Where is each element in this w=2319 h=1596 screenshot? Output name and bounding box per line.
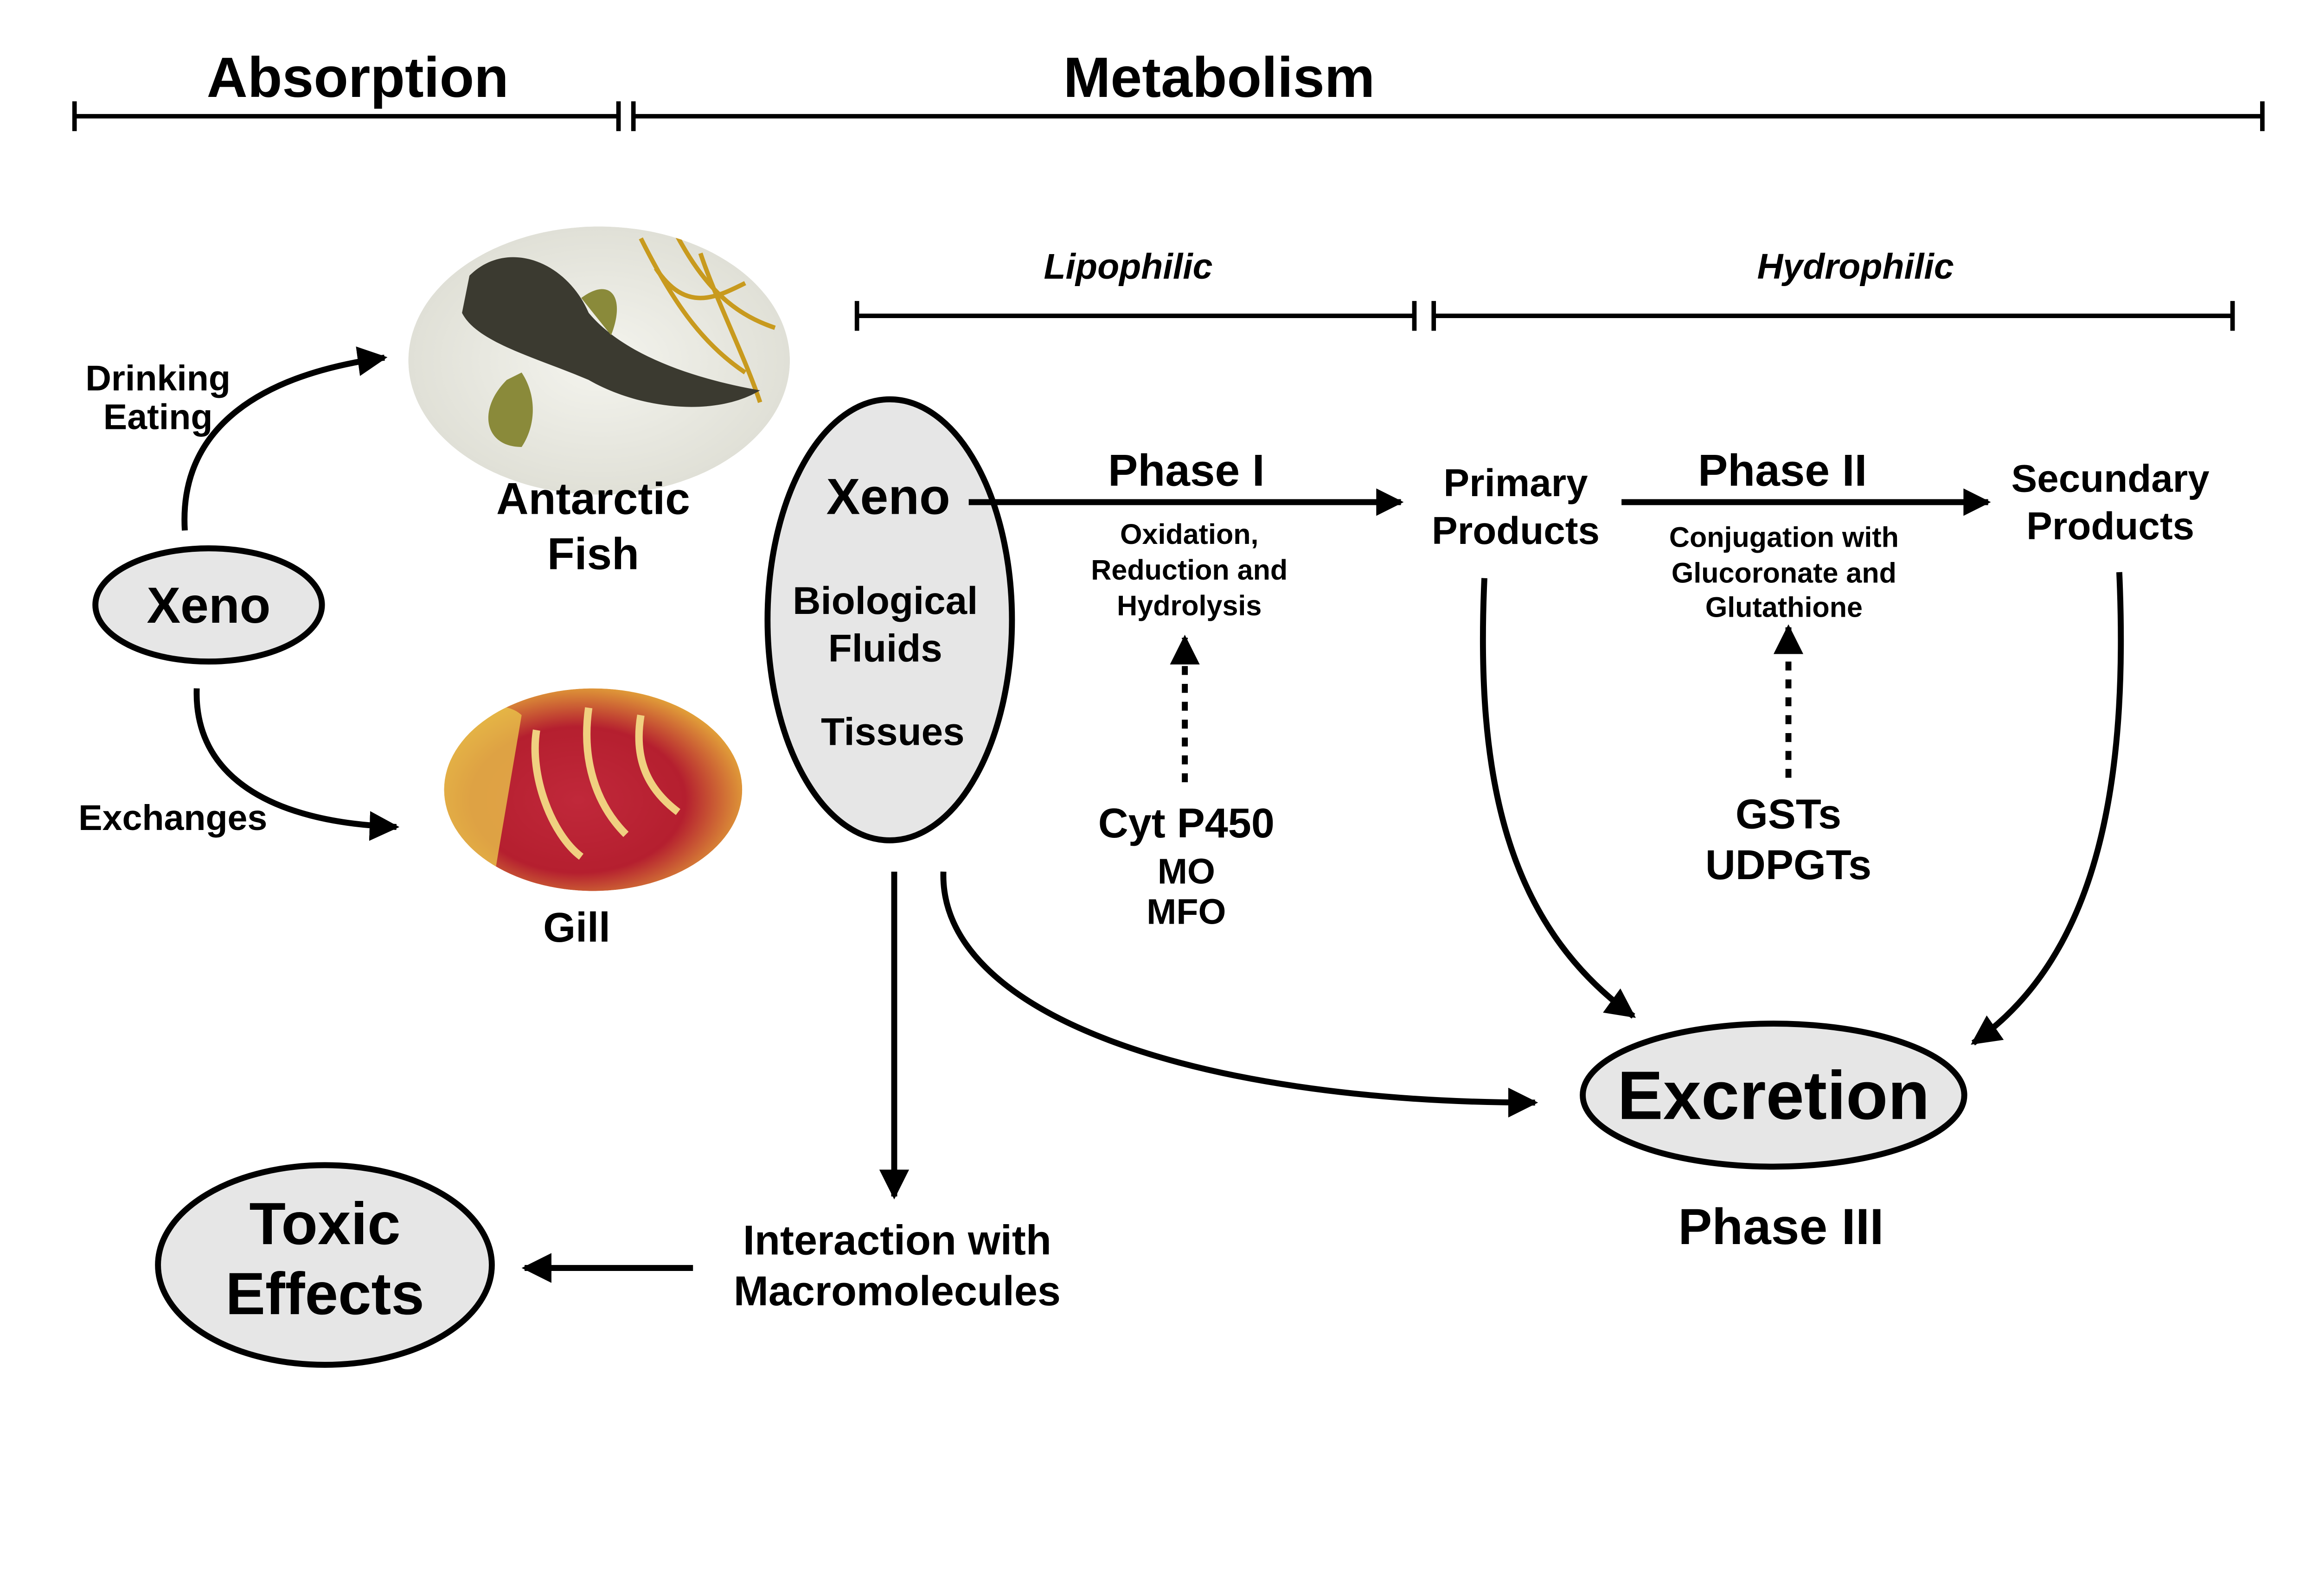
interaction-label: Macromolecules bbox=[734, 1268, 1061, 1315]
phase2-desc: Glutathione bbox=[1705, 591, 1863, 623]
interaction-label: Interaction with bbox=[743, 1218, 1051, 1264]
phase3-label: Phase III bbox=[1678, 1199, 1883, 1255]
mo-label: MO bbox=[1158, 852, 1215, 892]
metabolism-bracket: Metabolism bbox=[631, 45, 2265, 131]
phase1-desc: Hydrolysis bbox=[1117, 590, 1262, 621]
drinking-label: Drinking bbox=[85, 358, 231, 398]
hydrophilic-label: Hydrophilic bbox=[1757, 247, 1954, 287]
biological-label: Biological bbox=[793, 579, 978, 622]
mfo-label: MFO bbox=[1147, 892, 1226, 932]
metabolism-heading: Metabolism bbox=[1063, 45, 1375, 109]
xenobiotic-metabolism-diagram: Absorption Metabolism Lipophilic Hydroph… bbox=[72, 45, 2265, 1368]
xeno-label: Xeno bbox=[147, 577, 270, 634]
fish-label: Fish bbox=[547, 530, 639, 579]
excretion-label: Excretion bbox=[1617, 1057, 1930, 1134]
body-xeno-label: Xeno bbox=[826, 469, 950, 525]
phase1-desc: Reduction and bbox=[1091, 554, 1288, 586]
primary-to-excretion-arrow bbox=[1480, 578, 1636, 1019]
secondary-products-label: Products bbox=[2026, 504, 2194, 548]
tissues-label: Tissues bbox=[821, 710, 965, 753]
udpgts-label: UDPGTs bbox=[1705, 842, 1871, 888]
antarctic-fish-photo bbox=[408, 226, 790, 495]
exchange-arrow bbox=[193, 688, 400, 841]
secondary-to-excretion-arrow bbox=[1971, 572, 2124, 1046]
xeno-node: Xeno bbox=[92, 545, 325, 665]
secondary-products-label: Secundary bbox=[2012, 456, 2210, 500]
biological-fluids-tissues-node: Xeno Biological Fluids Tissues bbox=[764, 396, 1015, 843]
phase2-desc: Glucoronate and bbox=[1672, 557, 1896, 588]
phase2-title: Phase II bbox=[1698, 446, 1867, 496]
tissues-to-excretion-arrow bbox=[940, 871, 1538, 1118]
eating-label: Eating bbox=[103, 397, 213, 437]
primary-products-label: Primary bbox=[1443, 461, 1588, 504]
toxic-label: Toxic bbox=[249, 1191, 400, 1257]
effects-label: Effects bbox=[225, 1261, 424, 1327]
gill-label: Gill bbox=[543, 905, 610, 951]
primary-products-label: Products bbox=[1432, 509, 1600, 552]
fluids-label: Fluids bbox=[828, 626, 942, 670]
phase1-desc: Oxidation, bbox=[1120, 518, 1258, 550]
exchanges-label: Exchanges bbox=[78, 798, 267, 838]
gsts-label: GSTs bbox=[1736, 792, 1841, 838]
lipophilic-bracket: Lipophilic bbox=[854, 247, 1417, 331]
phase1-title: Phase I bbox=[1108, 446, 1265, 496]
phase2-desc: Conjugation with bbox=[1669, 521, 1899, 553]
absorption-bracket: Absorption bbox=[72, 45, 621, 131]
cyt-p450-label: Cyt P450 bbox=[1098, 800, 1275, 847]
hydrophilic-bracket: Hydrophilic bbox=[1431, 247, 2235, 331]
antarctic-label: Antarctic bbox=[496, 474, 690, 524]
intake-arrow bbox=[181, 346, 388, 531]
gill-photo bbox=[444, 688, 743, 891]
excretion-node: Excretion bbox=[1580, 1021, 1967, 1170]
absorption-heading: Absorption bbox=[207, 45, 509, 109]
toxic-effects-node: Toxic Effects bbox=[155, 1162, 495, 1368]
lipophilic-label: Lipophilic bbox=[1044, 247, 1212, 287]
